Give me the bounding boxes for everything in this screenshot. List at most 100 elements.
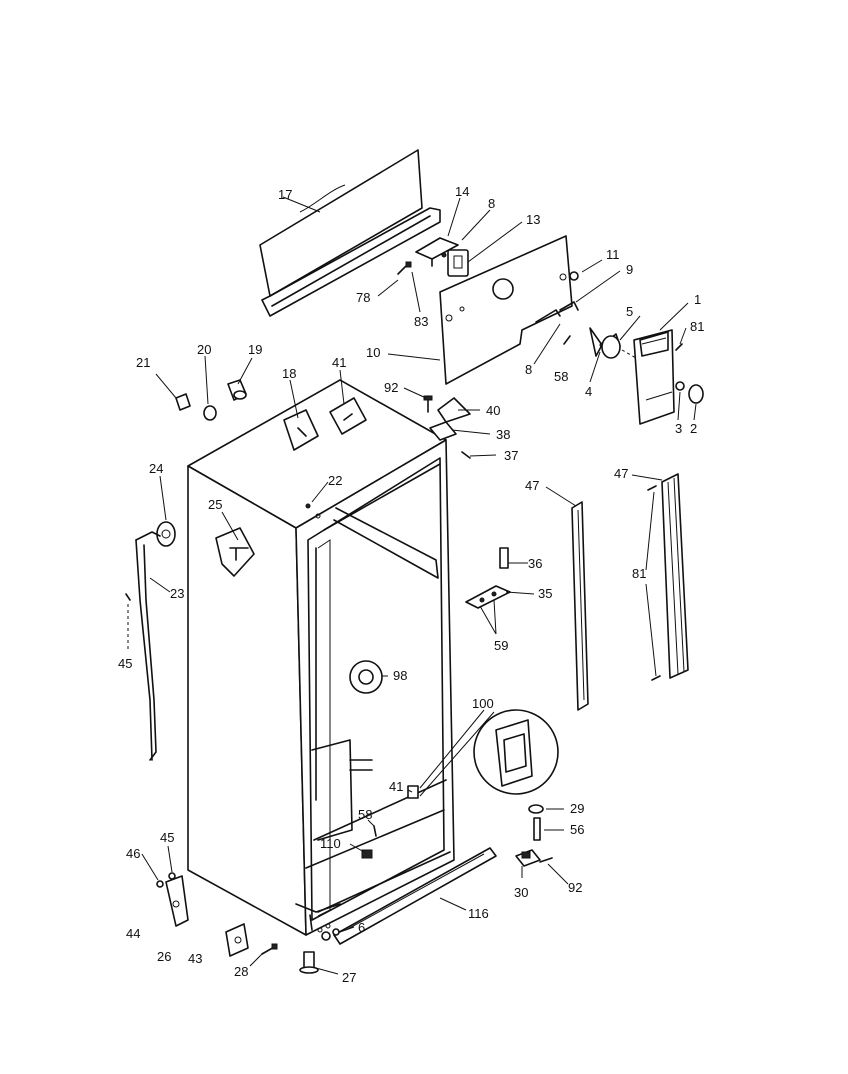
nut-part-11 [569,271,579,281]
bracket-part-18 [283,409,319,451]
callout-37: 37 [504,448,518,463]
callout-58-top: 58 [554,369,568,384]
plug-part-21 [175,393,191,411]
shelf-bracket-part-35 [465,585,511,609]
pin-part-37 [461,451,471,459]
callout-23: 23 [170,586,184,601]
plate-part-43 [225,923,249,957]
screw-part-22 [305,503,321,519]
fan-housing-part-1 [621,329,675,425]
screws-part-81-side [647,485,661,681]
detail-bubble-part-100 [473,709,559,795]
callout-8-bottom: 8 [525,362,532,377]
callout-59: 59 [494,638,508,653]
callout-58-bottom: 58 [358,807,372,822]
screw-part-92-bottom [539,857,553,863]
leveler-part-27 [299,951,319,974]
callout-8-top: 8 [488,196,495,211]
callout-4: 4 [585,384,592,399]
rail-part-116 [333,847,497,945]
callout-41-bottom: 41 [389,779,403,794]
callout-labels: 17 14 8 13 11 9 1 5 81 78 83 10 8 58 4 3… [118,184,704,985]
callout-45-left: 45 [118,656,132,671]
callout-46: 46 [126,846,140,861]
callout-24: 24 [149,461,163,476]
callout-11: 11 [606,247,620,262]
screw-part-58-bottom [373,825,377,837]
evaporator-cover-part-10 [439,235,579,385]
callout-78: 78 [356,290,370,305]
screw-part-81-top [675,343,683,351]
callout-25: 25 [208,497,222,512]
callout-17: 17 [278,187,292,202]
breaker-strip-part-47-left [571,501,589,711]
top-trim-part-17 [259,149,441,317]
screw-part-58-fan [563,335,571,345]
callout-100: 100 [472,696,494,711]
callout-98: 98 [393,668,407,683]
hinge-part-38 [429,421,457,441]
callout-56: 56 [570,822,584,837]
callout-116: 116 [468,906,489,921]
callout-27: 27 [342,970,356,985]
clip-part-41-bottom [407,785,419,799]
callout-26: 26 [157,949,171,964]
clip-part-110 [361,849,373,859]
plate-part-25 [215,527,255,577]
callout-43: 43 [188,951,202,966]
knob-part-2 [688,384,704,404]
hinge-cover-part-40 [437,397,471,423]
hinge-part-30 [515,849,541,867]
callout-35: 35 [538,586,552,601]
callout-30: 30 [514,885,528,900]
callout-18: 18 [282,366,296,381]
screw-part-46 [156,880,164,888]
callout-92-top: 92 [384,380,398,395]
shelf-pin-part-36 [499,547,509,569]
callout-44: 44 [126,926,140,941]
callout-2: 2 [690,421,697,436]
callout-22: 22 [328,473,342,488]
callout-41-top: 41 [332,355,346,370]
callout-81-top: 81 [690,319,704,334]
callout-40: 40 [486,403,500,418]
grommet-part-3 [675,381,685,391]
screw-part-28 [261,943,278,955]
callout-13: 13 [526,212,540,227]
roller-part-6 [321,928,340,941]
screw-part-78 [397,261,412,275]
breaker-strip-part-47-right [661,473,689,679]
callout-47-left: 47 [525,478,539,493]
callout-29: 29 [570,801,584,816]
callout-28: 28 [234,964,248,979]
callout-10: 10 [366,345,380,360]
callout-9: 9 [626,262,633,277]
callout-36: 36 [528,556,542,571]
rod-part-23 [135,531,161,761]
callout-20: 20 [197,342,211,357]
screw-part-45-left [125,593,131,650]
drain-cup-part-98 [349,660,383,694]
callout-3: 3 [675,421,682,436]
callout-45-bottom: 45 [160,830,174,845]
callout-19: 19 [248,342,262,357]
plug-part-20 [203,405,217,421]
callout-21: 21 [136,355,150,370]
stud-part-56 [533,817,541,841]
cam-part-24 [156,521,176,547]
screw-part-45-bottom [168,872,176,880]
bracket-part-14 [415,237,469,277]
cabinet-body [187,379,455,936]
callout-92-bottom: 92 [568,880,582,895]
washer-part-29 [528,804,544,814]
callout-14: 14 [455,184,469,199]
callout-1: 1 [694,292,701,307]
callout-110: 110 [320,836,341,851]
callout-81-side: 81 [632,566,646,581]
leader-lines [141,196,697,975]
screw-part-92-top [423,395,433,413]
callout-38: 38 [496,427,510,442]
callout-47-right: 47 [614,466,628,481]
bushing-part-19 [227,379,247,401]
